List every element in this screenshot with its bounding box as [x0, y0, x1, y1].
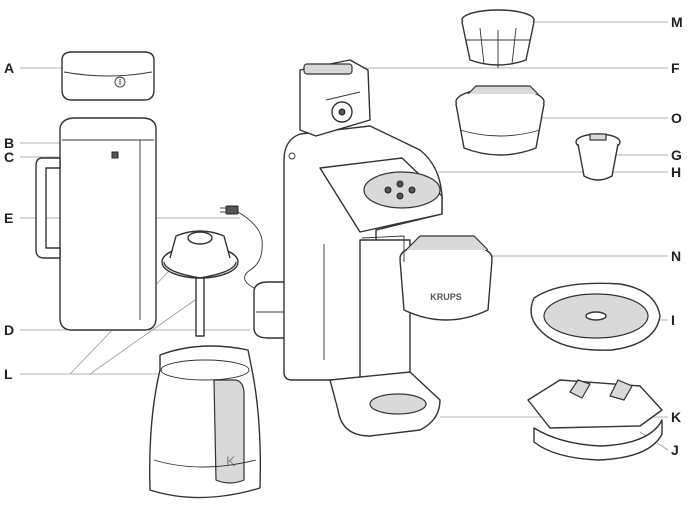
part-carafe: K	[149, 345, 262, 499]
label-o: O	[671, 110, 682, 126]
label-b: B	[4, 135, 15, 151]
part-i-drip-grid	[530, 282, 661, 351]
label-a: A	[4, 60, 15, 76]
part-k-drip-tray-insert	[527, 379, 663, 429]
part-a-lid	[61, 51, 155, 101]
part-f-brew-head	[299, 59, 371, 137]
label-j: J	[671, 442, 679, 458]
part-d-base-plate	[253, 281, 289, 339]
part-b-water-tank	[35, 117, 157, 331]
part-j-drip-tray	[533, 419, 663, 461]
label-e: E	[4, 210, 14, 226]
part-m-filter	[461, 9, 535, 68]
label-l: L	[4, 366, 13, 382]
label-c: C	[4, 149, 15, 165]
carafe-letter: K	[226, 453, 236, 469]
label-i: I	[671, 312, 675, 328]
label-h: H	[671, 164, 682, 180]
label-d: D	[4, 322, 15, 338]
part-e-power-cord	[220, 205, 263, 291]
label-f: F	[671, 60, 680, 76]
brand-text: KRUPS	[430, 292, 462, 302]
label-n: N	[671, 248, 682, 264]
label-k: K	[671, 409, 682, 425]
part-n-brew-basket: KRUPS	[361, 235, 493, 321]
part-g-pod-adapter	[575, 133, 621, 181]
part-l-carafe-lid	[161, 230, 239, 337]
label-g: G	[671, 147, 682, 163]
part-o-filter-holder	[455, 85, 545, 156]
part-machine-body	[283, 125, 443, 437]
label-m: M	[671, 14, 683, 30]
